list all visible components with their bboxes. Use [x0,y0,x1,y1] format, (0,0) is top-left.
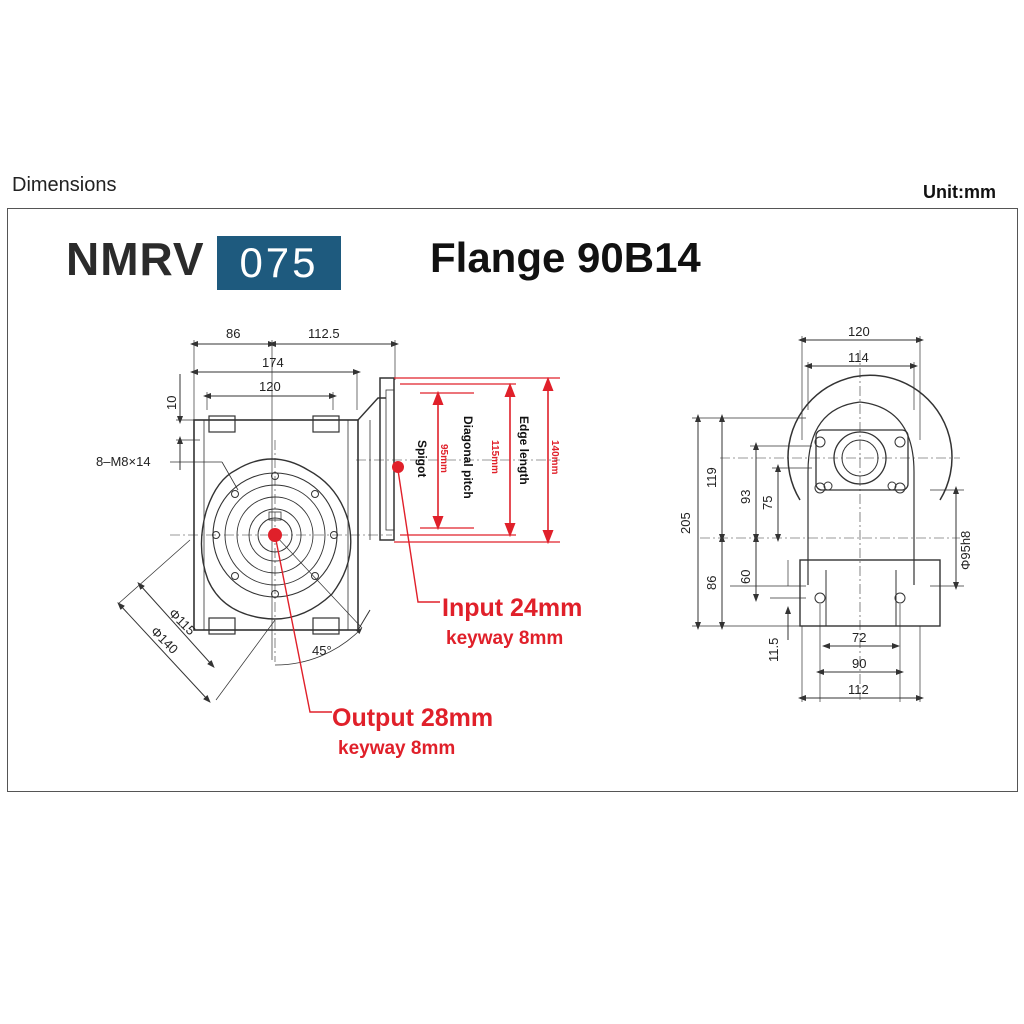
dim-93: 93 [738,490,753,504]
dim-86: 86 [226,326,240,341]
flange-detail [392,376,560,545]
side-view [692,336,964,702]
side-view-labels: 120 114 205 119 86 93 60 75 11.5 Φ95h8 7… [678,324,973,697]
drawing-frame [7,208,1018,792]
dim-60: 60 [738,570,753,584]
dim-10: 10 [164,396,179,410]
edge-label: Edge length [517,416,531,485]
pitch-label: Diagonal pitch [461,416,475,499]
flange-detail-labels: 95mm Spigot 115mm Diagonal pitch 140mm E… [415,416,560,499]
spigot-label: Spigot [415,440,429,477]
dim-119: 119 [704,467,719,488]
dim-72: 72 [852,630,866,645]
spigot-value: 95mm [438,444,449,473]
dim-angle: 45° [312,643,332,658]
callouts: Input 24mm keyway 8mm Output 28mm keyway… [268,469,582,759]
input-keyway: keyway 8mm [446,628,563,649]
edge-value: 140mm [549,440,560,475]
dim-11-5: 11.5 [766,638,781,662]
dim-phi95: Φ95h8 [958,531,973,570]
page-title: Dimensions [12,174,117,196]
front-view [117,340,560,703]
dim-75: 75 [760,496,775,510]
unit-label: Unit:mm [923,182,996,202]
dim-120: 120 [259,379,281,394]
input-callout: Input 24mm [442,594,582,622]
output-callout: Output 28mm [332,704,493,732]
dim-86-side: 86 [704,576,719,590]
flange-label: Flange 90B14 [430,234,701,281]
model-number-badge: 075 [217,236,341,290]
front-view-labels: 86 112.5 174 120 10 8–M8×14 Φ115 Φ140 45… [96,326,340,658]
dim-114: 114 [848,350,869,365]
dim-holes: 8–M8×14 [96,454,151,469]
dim-120-side: 120 [848,324,870,339]
model-name: NMRV [66,233,205,285]
pitch-value: 115mm [489,440,500,474]
dim-112-5: 112.5 [308,326,340,341]
dim-90: 90 [852,656,866,671]
dim-112: 112 [848,682,869,697]
output-keyway: keyway 8mm [338,738,455,759]
dim-205: 205 [678,512,693,534]
dim-174: 174 [262,355,284,370]
